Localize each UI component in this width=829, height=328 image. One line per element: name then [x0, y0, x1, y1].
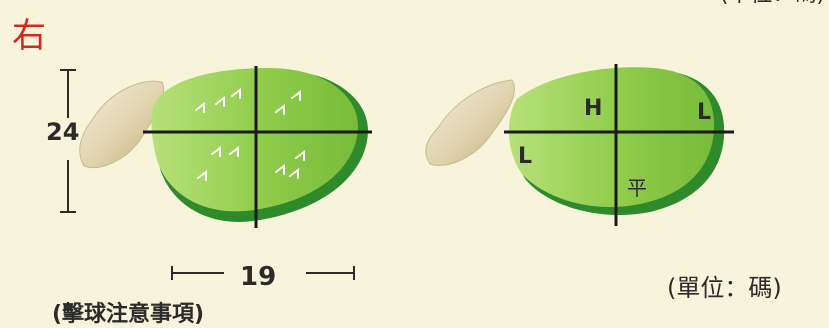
height-dimension-marker [60, 69, 76, 213]
side-label: 右 [12, 16, 46, 56]
width-dimension-marker [171, 266, 355, 280]
zone-left-low-label: L [518, 144, 533, 169]
unit-label: (單位：碼) [667, 274, 782, 302]
right-bunker [425, 79, 516, 166]
right-green [508, 67, 715, 208]
top-unit-fragment: (單位：碼) [720, 0, 825, 8]
width-dimension-value: 19 [240, 262, 277, 292]
height-dimension-value: 24 [46, 118, 80, 146]
zone-right-low-label: L [697, 100, 712, 125]
zone-high-label: H [584, 96, 603, 121]
zone-flat-label: 平 [627, 176, 647, 200]
left-bunker [79, 80, 165, 168]
slope-arrow-icon [195, 88, 305, 181]
hitting-note: (擊球注意事項) [52, 302, 205, 327]
